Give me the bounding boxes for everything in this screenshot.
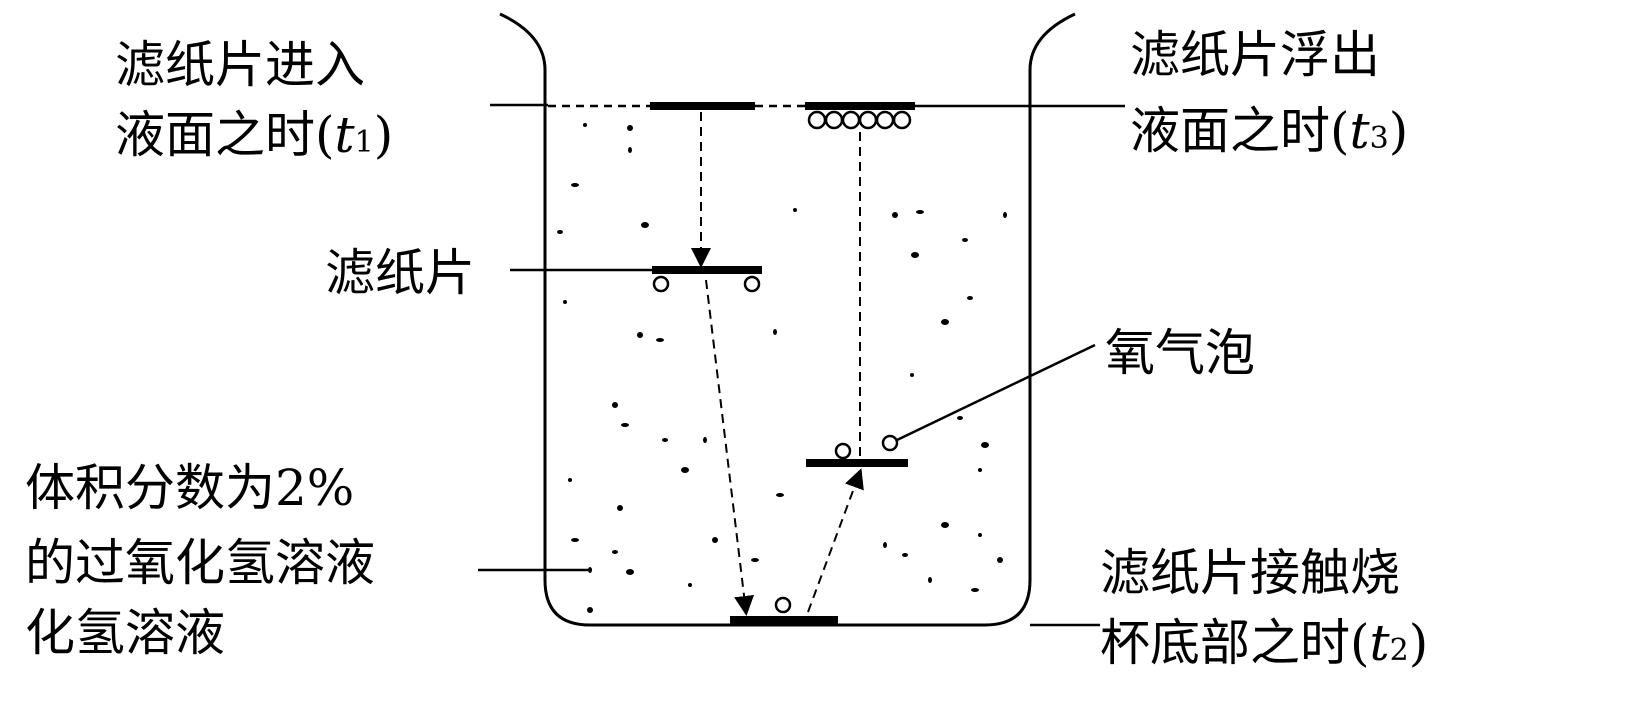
solution-particle	[626, 569, 634, 575]
solution-particle	[997, 557, 1003, 563]
solution-particle	[957, 416, 963, 420]
solution-particle	[712, 537, 718, 543]
solution-particle	[978, 468, 982, 472]
solution-particle	[627, 125, 633, 131]
solution-particle	[571, 538, 579, 542]
t1-label-line2: 液面之时(t1)	[115, 106, 393, 164]
solution-particle	[662, 438, 668, 442]
solution-particle	[703, 437, 707, 443]
filter-paper-sinking	[652, 266, 762, 274]
t1-label-line1: 滤纸片进入	[115, 36, 365, 94]
solution-particle	[883, 542, 887, 548]
solution-label-line3: 化氢溶液	[25, 604, 225, 662]
solution-particle	[971, 588, 979, 592]
solution-particle	[557, 230, 563, 234]
solution-particle	[941, 319, 949, 325]
oxygen-bubbles-rising	[834, 434, 899, 460]
oxygen-leader-line	[896, 343, 1096, 442]
solution-particle	[751, 558, 759, 562]
solution-particle	[902, 553, 908, 557]
solution-particle	[916, 210, 924, 214]
oxygen-bubbles-sinking	[652, 275, 761, 293]
solution-particles	[557, 123, 1007, 613]
t3-label-line1: 滤纸片浮出	[1130, 26, 1380, 84]
solution-particle	[641, 222, 649, 228]
solution-particle	[587, 607, 593, 613]
solution-particle	[892, 212, 898, 218]
solution-label-line2: 的过氧化氢溶液	[25, 534, 375, 592]
solution-particle	[978, 533, 982, 537]
solution-particle	[637, 332, 643, 338]
solution-label-line1: 体积分数为2%	[25, 459, 354, 517]
solution-particle	[612, 402, 618, 408]
t2-label-line1: 滤纸片接触烧	[1100, 544, 1400, 602]
solution-particle	[981, 442, 989, 448]
solution-particle	[571, 183, 579, 187]
solution-particle	[656, 338, 664, 342]
solution-particle	[612, 550, 618, 554]
filter-paper-rising	[806, 459, 908, 467]
oxygen-bubble-bottom	[774, 596, 792, 614]
paper-label: 滤纸片	[325, 244, 475, 302]
solution-particle	[967, 296, 973, 300]
solution-particle	[941, 522, 949, 528]
solution-particle	[928, 577, 932, 583]
solution-particle	[962, 238, 968, 242]
motion-arrow-up-rising	[807, 468, 864, 613]
solution-particle	[910, 373, 914, 377]
solution-particle	[563, 300, 567, 304]
solution-particle	[773, 329, 777, 335]
solution-particle	[793, 208, 797, 212]
solution-particle	[628, 147, 632, 153]
t3-label-line2: 液面之时(t3)	[1130, 102, 1408, 160]
filter-paper-t3	[805, 102, 915, 110]
t2-label-line2: 杯底部之时(t2)	[1100, 614, 1428, 672]
solution-particle	[688, 583, 692, 587]
solution-particle	[911, 252, 919, 258]
solution-particle	[568, 478, 572, 482]
motion-arrow-down-bottom	[705, 279, 755, 616]
solution-particle	[681, 467, 689, 473]
solution-particle	[583, 123, 587, 127]
filter-paper-t2	[730, 616, 838, 625]
solution-particle	[776, 493, 784, 497]
oxygen-bubble-label: 氧气泡	[1105, 324, 1255, 382]
solution-particle	[1003, 212, 1007, 218]
solution-particle	[617, 505, 623, 511]
oxygen-bubbles-t3	[807, 110, 912, 130]
solution-particle	[621, 423, 629, 427]
filter-paper-t1	[650, 102, 755, 110]
